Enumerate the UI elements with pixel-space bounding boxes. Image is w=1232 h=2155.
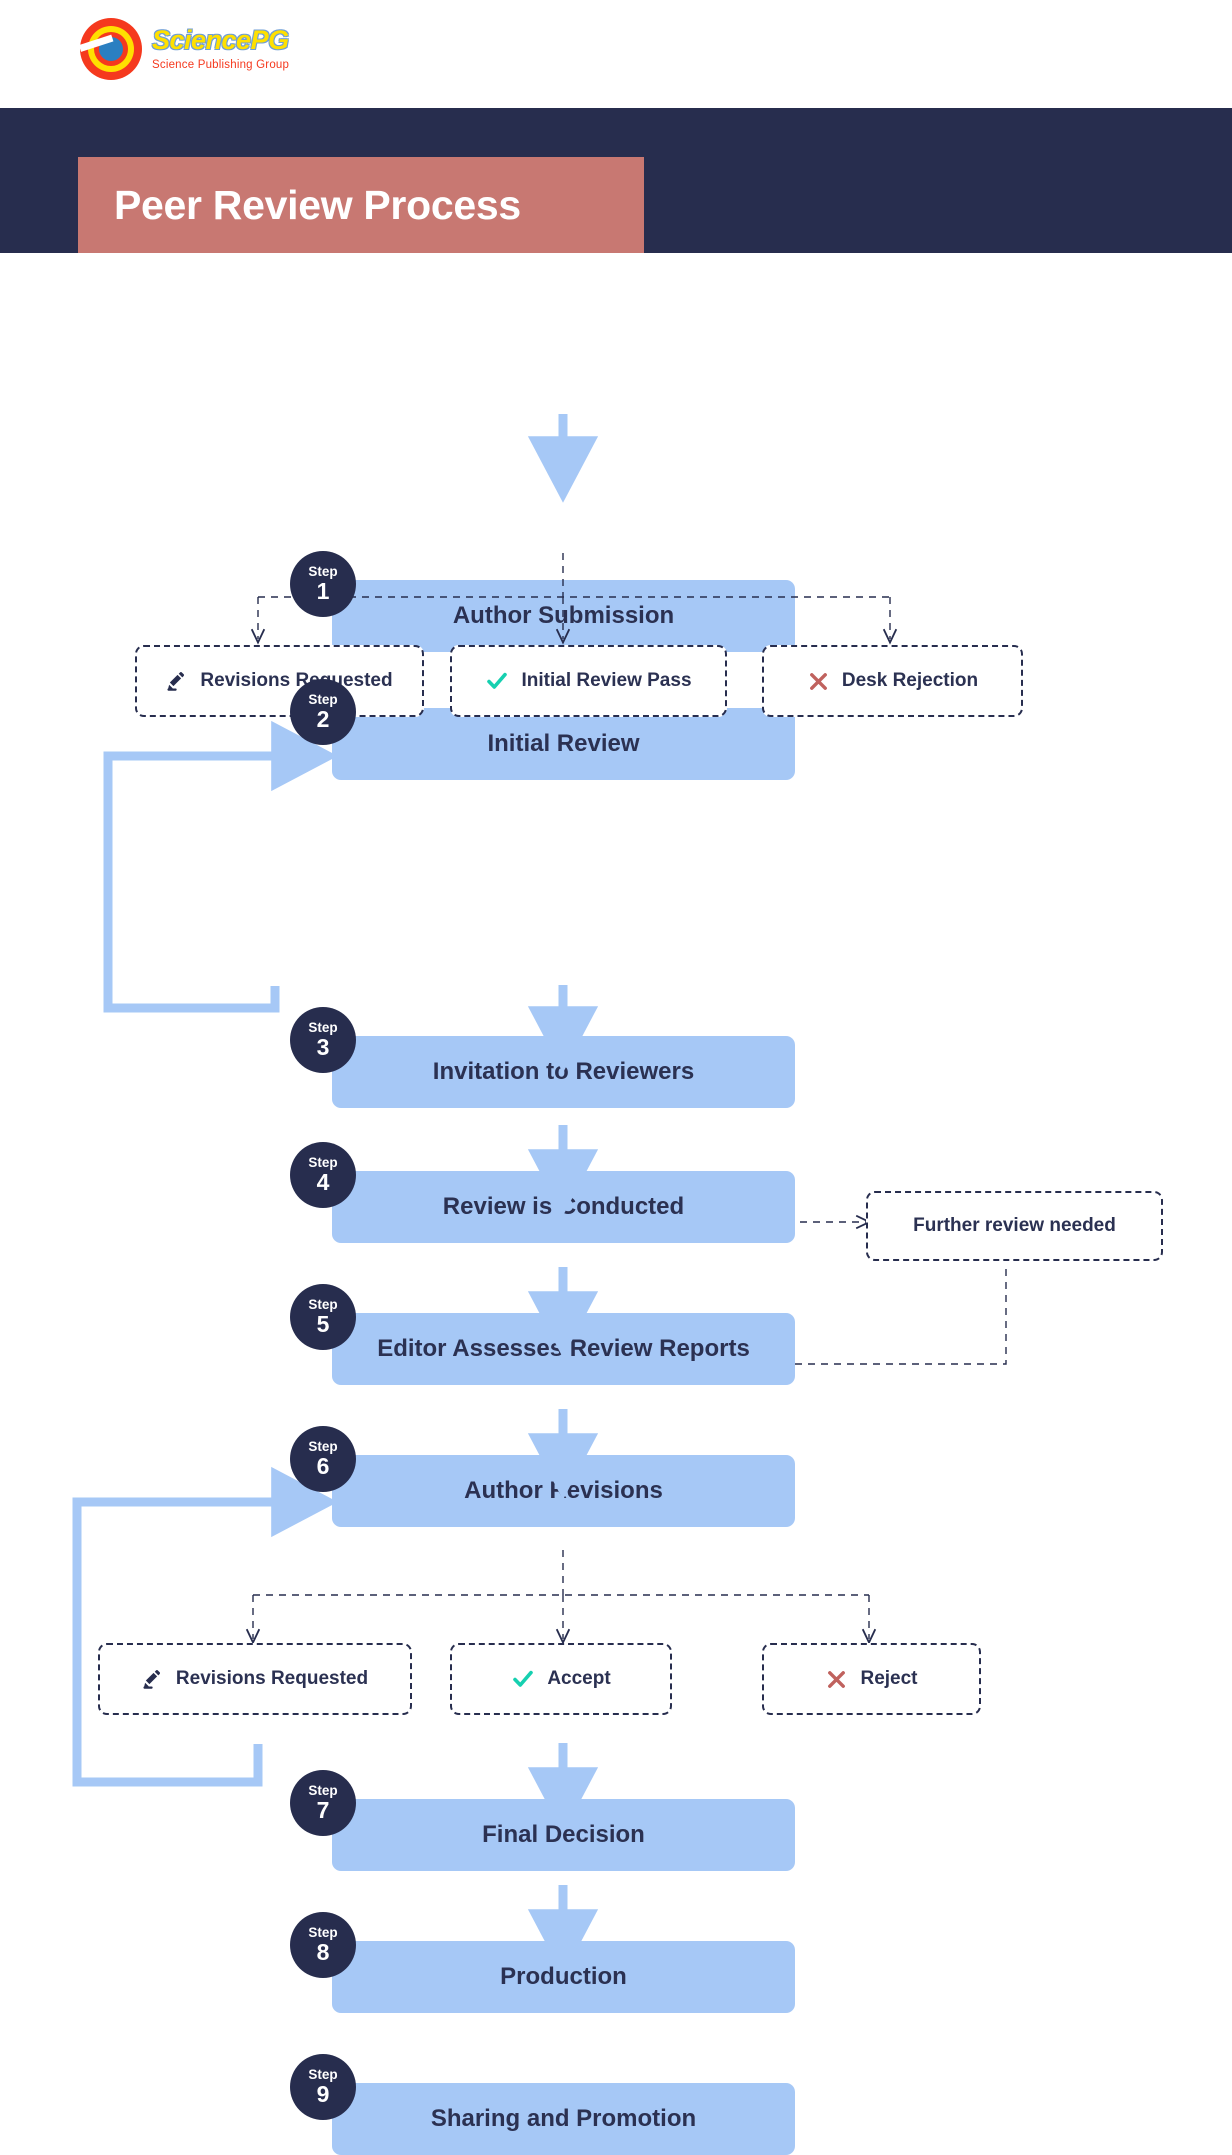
sciencepg-circle-logo-icon [78, 18, 142, 80]
outcome-label-revisions-requested-1: Revisions Requested [200, 670, 393, 691]
step-badge-word-7: Step [308, 1783, 338, 1799]
step-badge-word-3: Step [308, 1020, 338, 1036]
step-badge-8: Step 8 [290, 1912, 356, 1978]
logo-title: SciencePG [152, 24, 289, 55]
page-title-chip: Peer Review Process [78, 157, 644, 253]
step-box-1[interactable]: Author Submission [332, 580, 795, 652]
step-badge-7: Step 7 [290, 1770, 356, 1836]
step-label-8: Production [500, 1963, 627, 1990]
step-box-6[interactable]: Author Revisions [332, 1455, 795, 1527]
logo-subtitle: Science Publishing Group [152, 58, 290, 71]
step-box-3[interactable]: Invitation to Reviewers [332, 1036, 795, 1108]
solid-connectors [72, 414, 599, 1976]
step-label-9: Sharing and Promotion [430, 2105, 697, 2132]
step-badge-number-9: 9 [316, 2080, 330, 2107]
step-label-7: Final Decision [482, 1821, 645, 1848]
step-box-5[interactable]: Editor Assesses Review Reports [332, 1313, 795, 1385]
outcome-box-desk-rejection[interactable]: Desk Rejection [762, 645, 1023, 717]
outcome-box-initial-review-pass[interactable]: Initial Review Pass [450, 645, 727, 717]
page-title: Peer Review Process [114, 181, 521, 228]
note-label-further-review-needed: Further review needed [913, 1215, 1116, 1236]
step-label-4: Review is Conducted [442, 1193, 685, 1220]
pencil-icon [142, 1668, 164, 1690]
step-badge-number-3: 3 [316, 1033, 330, 1060]
check-icon [511, 1667, 535, 1691]
step-badge-word-6: Step [308, 1439, 338, 1455]
step-label-6: Author Revisions [464, 1477, 663, 1504]
flowchart-canvas: Author Submission Step 1 Initial Review … [0, 253, 1232, 2155]
outcome-box-accept[interactable]: Accept [450, 1643, 672, 1715]
step-label-3: Invitation to Reviewers [432, 1058, 695, 1085]
step-badge-word-1: Step [308, 564, 338, 580]
step-badge-number-4: 4 [316, 1168, 330, 1195]
note-box-further-review-needed[interactable]: Further review needed [866, 1191, 1163, 1261]
outcome-label-desk-rejection: Desk Rejection [841, 670, 979, 691]
step-badge-number-1: 1 [316, 577, 330, 604]
dashed-connectors [0, 553, 1007, 1986]
feedback-loop-initial-review [103, 720, 338, 1013]
step-box-9[interactable]: Sharing and Promotion [332, 2083, 795, 2155]
step-badge-word-4: Step [308, 1155, 338, 1171]
outcome-box-revisions-requested-2[interactable]: Revisions Requested [98, 1643, 412, 1715]
step-badge-number-8: 8 [316, 1938, 330, 1965]
cross-icon [807, 670, 830, 693]
logo-bar: SciencePG Science Publishing Group [0, 0, 1232, 108]
step-badge-4: Step 4 [290, 1142, 356, 1208]
step-box-4[interactable]: Review is Conducted [332, 1171, 795, 1243]
step-badge-number-6: 6 [316, 1452, 330, 1479]
outcome-label-initial-review-pass: Initial Review Pass [521, 670, 692, 691]
step-label-1: Author Submission [452, 602, 675, 629]
step-box-8[interactable]: Production [332, 1941, 795, 2013]
step-badge-number-7: 7 [316, 1796, 330, 1823]
step-badge-word-2: Step [308, 692, 338, 708]
brand-logo[interactable]: SciencePG Science Publishing Group [78, 18, 290, 80]
feedback-loop-author-revisions [72, 1466, 338, 1787]
step-badge-word-9: Step [308, 2067, 338, 2083]
step-badge-1: Step 1 [290, 551, 356, 617]
step-label-2: Initial Review [487, 730, 640, 757]
step-badge-number-2: 2 [316, 705, 330, 732]
cross-icon [825, 1668, 848, 1691]
step-badge-word-5: Step [308, 1297, 338, 1313]
step-box-2[interactable]: Initial Review [332, 708, 795, 780]
step-badge-2: Step 2 [290, 679, 356, 745]
link-step5-to-note [795, 1263, 1007, 1365]
step-label-5: Editor Assesses Review Reports [377, 1335, 750, 1362]
pencil-icon [166, 670, 188, 692]
outcome-box-reject[interactable]: Reject [762, 1643, 981, 1715]
step-badge-6: Step 6 [290, 1426, 356, 1492]
step-badge-word-8: Step [308, 1925, 338, 1941]
step-badge-9: Step 9 [290, 2054, 356, 2120]
outcome-label-revisions-requested-2: Revisions Requested [175, 1668, 369, 1689]
outcome-label-accept: Accept [547, 1668, 611, 1689]
outcome-box-revisions-requested-1[interactable]: Revisions Requested [135, 645, 424, 717]
step-badge-3: Step 3 [290, 1007, 356, 1073]
step-badge-number-5: 5 [316, 1310, 330, 1337]
outcome-label-reject: Reject [860, 1668, 918, 1689]
check-icon [485, 669, 509, 693]
step-badge-5: Step 5 [290, 1284, 356, 1350]
step-box-7[interactable]: Final Decision [332, 1799, 795, 1871]
